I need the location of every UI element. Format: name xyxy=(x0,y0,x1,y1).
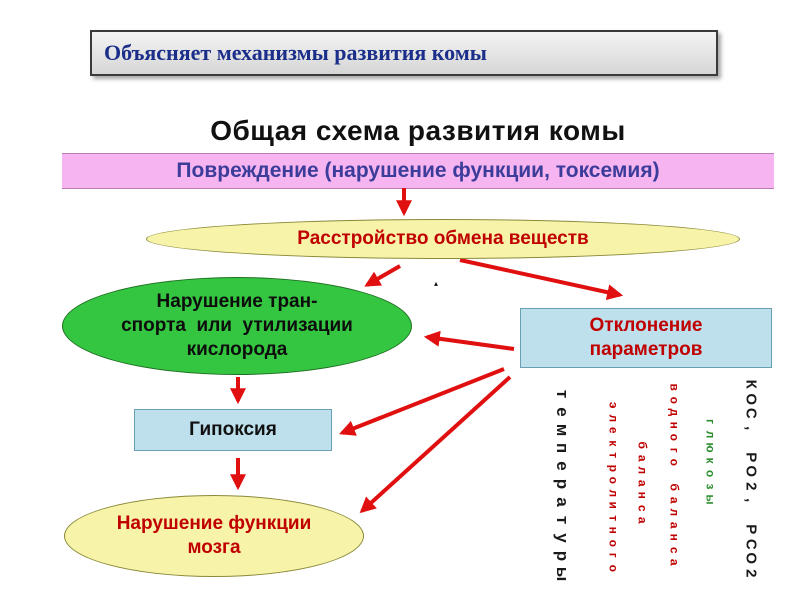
header-box: Объясняет механизмы развития комы xyxy=(90,30,718,76)
oxygen-line-1: Нарушение тран- xyxy=(156,291,318,312)
vertical-char: а xyxy=(553,497,572,507)
oxygen-line-2: спорта или утилизации xyxy=(121,315,353,336)
vertical-char: о xyxy=(606,564,621,572)
deviation-box: Отклонение параметров xyxy=(520,308,772,368)
arrow-deviation-to-brain xyxy=(359,375,512,514)
arrow-deviation-to-hypoxia xyxy=(339,367,505,436)
vertical-char: ы xyxy=(703,494,718,505)
brain-ellipse: Нарушение функции мозга xyxy=(64,495,364,577)
vertical-char xyxy=(743,434,758,450)
vertical-char: р xyxy=(553,550,572,562)
vertical-char: 2 xyxy=(742,568,760,577)
metabolism-ellipse: Расстройство обмена веществ xyxy=(146,219,740,259)
vertical-char: а xyxy=(635,516,650,524)
vertical-char: P xyxy=(742,524,760,535)
vertical-char: т xyxy=(553,515,572,525)
oxygen-ellipse: Нарушение тран- спорта или утилизации ки… xyxy=(62,277,412,375)
arrow-deviation-to-oxygen xyxy=(423,330,515,351)
diagram-title: Общая схема развития комы xyxy=(210,115,626,146)
vertical-char: е xyxy=(553,407,572,417)
vertical-char: т xyxy=(553,389,572,399)
arrow-metabolism-to-deviation xyxy=(459,258,624,301)
deviation-line-1: Отклонение xyxy=(589,315,703,336)
damage-bar: Повреждение (нарушение функции, токсемия… xyxy=(62,153,774,189)
vertical-char: а xyxy=(667,558,682,566)
arrow-metabolism-to-oxygen xyxy=(364,264,401,287)
vertical-char: у xyxy=(553,533,572,543)
vertical-char: р xyxy=(553,478,572,490)
vertical-char: С xyxy=(742,407,760,419)
stray-mark: ▴ xyxy=(434,279,439,288)
vertical-char: , xyxy=(742,498,760,503)
hypoxia-box: Гипоксия xyxy=(134,409,332,451)
arrows-layer xyxy=(230,188,624,514)
vertical-char: е xyxy=(553,461,572,471)
vertical-char: O xyxy=(742,465,760,478)
oxygen-line-3: кислорода xyxy=(186,339,288,360)
vertical-char: К xyxy=(742,379,760,389)
deviation-line-2: параметров xyxy=(589,339,703,360)
header-title: Объясняет механизмы развития комы xyxy=(104,40,487,65)
brain-line-1: Нарушение функции xyxy=(116,513,312,534)
vertical-char: п xyxy=(553,442,572,454)
coma-diagram: Общая схема развития комы Повреждение (н… xyxy=(62,113,774,583)
brain-line-2: мозга xyxy=(187,537,241,558)
vertical-char: м xyxy=(553,423,572,437)
vertical-char: ы xyxy=(553,566,572,582)
vertical-char: O xyxy=(742,552,760,565)
